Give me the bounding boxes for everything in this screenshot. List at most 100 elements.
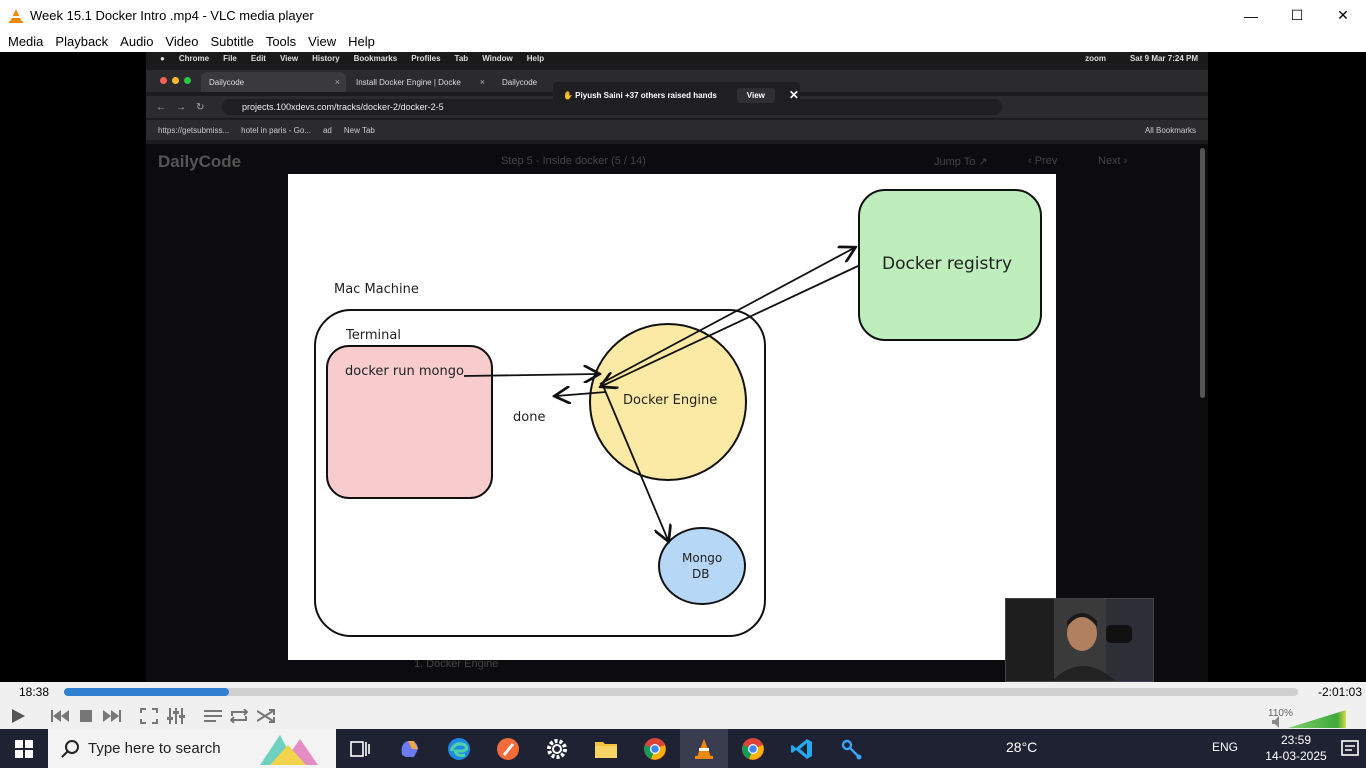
pen-app-button[interactable] [484, 729, 532, 768]
mac-close-dot [160, 77, 167, 84]
mac-menu-item: Tab [454, 53, 469, 63]
menu-subtitle[interactable]: Subtitle [210, 34, 254, 49]
mac-menu-item: Bookmarks [353, 53, 398, 63]
next-icon [103, 710, 121, 722]
loop-button[interactable] [228, 705, 250, 727]
presenter-image [1006, 599, 1153, 681]
dailycode-logo: DailyCode [158, 152, 242, 171]
mac-menu-item: Help [526, 53, 545, 63]
chrome-icon [742, 737, 764, 760]
menu-tools[interactable]: Tools [265, 34, 297, 49]
back-icon: ← [156, 101, 166, 113]
browser-tab: Install Docker Engine | Docke× [356, 77, 485, 87]
mac-menu-item: File [223, 53, 237, 63]
video-area[interactable]: ● Chrome File Edit View History Bookmark… [0, 52, 1366, 682]
db-label: DB [692, 567, 710, 581]
azure-data-studio-button[interactable] [827, 729, 875, 768]
pull-arrow [599, 248, 854, 385]
loop-icon [230, 709, 248, 723]
bookmark: https://getsubmiss... [158, 125, 230, 135]
stop-icon [80, 710, 92, 722]
previous-button[interactable] [49, 705, 71, 727]
command-arrow [463, 374, 598, 376]
apple-icon: ● [160, 53, 165, 63]
extended-settings-button[interactable] [165, 705, 187, 727]
docker-engine-circle [589, 323, 747, 481]
volume-slider[interactable]: 110% [1268, 702, 1348, 729]
chrome-button[interactable] [631, 729, 679, 768]
copilot-button[interactable] [386, 729, 434, 768]
browser-tab: Dailycode [502, 77, 538, 87]
browser-tabstrip: Dailycode× Install Docker Engine | Docke… [146, 70, 1208, 92]
docker-engine-label: Docker Engine [623, 393, 718, 408]
close-button[interactable]: ✕ [1337, 7, 1349, 23]
taskbar-search[interactable]: Type here to search [48, 729, 336, 768]
window-title: Week 15.1 Docker Intro .mp4 - VLC media … [30, 8, 314, 23]
menu-playback[interactable]: Playback [55, 34, 109, 49]
file-explorer-button[interactable] [582, 729, 630, 768]
speaker-icon [1272, 716, 1279, 728]
task-view-button[interactable] [336, 729, 384, 768]
mac-machine-label: Mac Machine [334, 282, 419, 297]
bookmark: New Tab [343, 125, 375, 135]
clock-time: 23:59 [1280, 733, 1312, 747]
remaining-time[interactable]: -2:01:03 [1318, 685, 1363, 699]
mac-menu-item: Edit [250, 53, 266, 63]
minimize-button[interactable]: — [1244, 7, 1258, 24]
title-bar: Week 15.1 Docker Intro .mp4 - VLC media … [0, 0, 1366, 31]
shuffle-button[interactable] [255, 705, 277, 727]
fullscreen-button[interactable] [138, 705, 160, 727]
menu-help[interactable]: Help [348, 34, 375, 49]
playlist-button[interactable] [202, 705, 224, 727]
webcam-overlay [1005, 598, 1154, 682]
browser-tab: Dailycode× [201, 72, 346, 92]
play-icon [12, 709, 25, 723]
done-label: done [513, 410, 546, 425]
all-bookmarks: All Bookmarks [1144, 125, 1196, 135]
weather-widget[interactable]: 28°C [1006, 739, 1038, 755]
menu-video[interactable]: Video [165, 34, 199, 49]
menu-audio[interactable]: Audio [120, 34, 154, 49]
maximize-button[interactable]: ☐ [1290, 7, 1304, 23]
playlist-icon [204, 710, 222, 722]
mac-datetime: Sat 9 Mar 7:24 PM [1129, 53, 1198, 63]
bookmarks-bar: https://getsubmiss... hotel in paris - G… [146, 120, 1208, 140]
reload-icon: ↻ [196, 101, 205, 113]
chrome-profile-button[interactable] [729, 729, 777, 768]
input-language[interactable]: ENG [1212, 740, 1239, 754]
start-button[interactable] [0, 729, 48, 768]
search-icon [61, 740, 79, 758]
equalizer-icon [167, 708, 185, 724]
windows-logo-icon [15, 739, 33, 758]
next-button[interactable] [101, 705, 123, 727]
settings-button[interactable] [533, 729, 581, 768]
menu-media[interactable]: Media [8, 34, 44, 49]
play-button[interactable] [7, 705, 29, 727]
raised-hands-toast: ✋ Piyush Saini +37 others raised hands V… [553, 82, 800, 108]
vlc-taskbar-button[interactable] [680, 729, 728, 768]
volume-percent: 110% [1268, 708, 1293, 719]
mac-minimize-dot [172, 77, 179, 84]
control-bar: 110% [0, 702, 1366, 729]
command-label: docker run mongo [345, 364, 464, 379]
previous-icon [51, 710, 69, 722]
docker-diagram: Mac Machine Terminal docker run mongo do… [288, 174, 1056, 660]
stop-button[interactable] [75, 705, 97, 727]
edge-button[interactable] [435, 729, 483, 768]
vscode-button[interactable] [778, 729, 826, 768]
step-title: Step 5 - Inside docker (5 / 14) [501, 155, 646, 167]
toast-close-icon: ✕ [788, 88, 799, 102]
vlc-cone-icon [695, 738, 713, 759]
terminal-box [326, 345, 493, 499]
pen-app-icon [497, 737, 519, 760]
network-app-icon [841, 739, 862, 759]
docker-registry-label: Docker registry [882, 254, 1013, 274]
clock[interactable]: 23:59 14-03-2025 [1261, 732, 1331, 764]
chrome-icon [644, 737, 666, 760]
notification-icon[interactable] [1340, 739, 1360, 759]
mac-menu-item: Profiles [411, 53, 441, 63]
fullscreen-icon [140, 708, 158, 724]
menu-view[interactable]: View [308, 34, 337, 49]
mac-zoom-dot [184, 77, 191, 84]
seek-slider[interactable] [64, 688, 1298, 696]
